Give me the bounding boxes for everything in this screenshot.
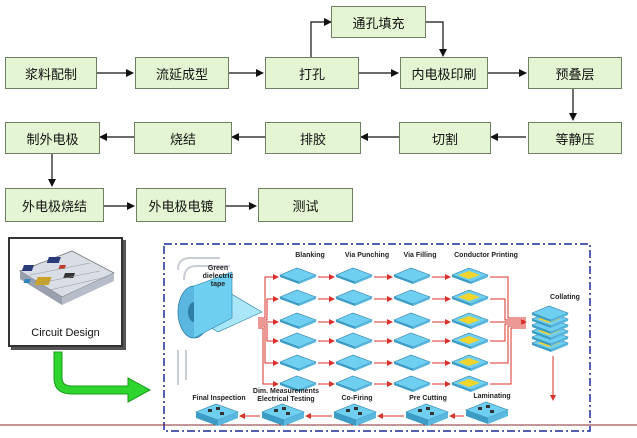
circuit-design-card: Circuit Design: [8, 237, 123, 347]
via-filling-sheets: [393, 267, 431, 393]
via-punching-sheets: [335, 267, 373, 393]
green-tape-roll: [177, 271, 263, 339]
blanking-label: Blanking: [295, 252, 325, 259]
conductor-printing-label: Conductor Printing: [454, 252, 518, 259]
testing-chip: [261, 403, 305, 427]
pre-cutting-label: Pre Cutting: [409, 395, 447, 402]
via-filling-label: Via Filling: [403, 252, 437, 259]
co-firing-label: Co-Firing: [341, 395, 373, 402]
circuit-board-icon: [19, 250, 115, 305]
pre-cutting-chip: [405, 403, 449, 427]
co-firing-chip: [333, 403, 377, 427]
step-isostatic-pressing: 等静压: [528, 122, 622, 154]
via-punching-label: Via Punching: [344, 252, 390, 259]
collating-connectors: [490, 276, 527, 385]
column-connectors: [318, 274, 451, 387]
step-punching: 打孔: [265, 57, 359, 89]
step-slurry-preparation: 浆料配制: [5, 57, 97, 89]
step-tape-casting: 流延成型: [135, 57, 229, 89]
circuit-design-caption: Circuit Design: [31, 327, 100, 339]
step-external-electrode-plating: 外电极电镀: [136, 188, 226, 222]
process-frame: [163, 243, 591, 432]
step-cutting: 切割: [399, 122, 491, 154]
green-tape-label: Green dielectric tape: [202, 265, 234, 288]
step-sintering: 烧结: [134, 122, 232, 154]
red-flow-lines: [258, 274, 279, 387]
step-testing: 测试: [258, 188, 353, 222]
arrow-4-5: [426, 21, 447, 57]
green-flow-arrow: [53, 351, 152, 403]
laminating-label: Laminating: [473, 393, 511, 400]
step-debinding: 排胶: [265, 122, 361, 154]
electrical-testing-label: Electrical Testing: [257, 396, 315, 403]
step-external-electrode: 制外电极: [5, 122, 100, 154]
background-traces: [177, 257, 230, 385]
collating-label: Collating: [550, 294, 580, 301]
blanking-sheets: [279, 267, 317, 393]
dim-measurements-label: Dim. Measurements: [252, 388, 320, 395]
step-via-filling: 通孔填充: [331, 6, 426, 38]
step-inner-electrode-printing: 内电极印刷: [400, 57, 488, 89]
final-inspection-label: Final Inspection: [192, 395, 246, 402]
conductor-printing-sheets: [451, 267, 489, 393]
arrow-3-4: [310, 18, 332, 58]
step-pre-stacking: 预叠层: [528, 57, 622, 89]
step-external-electrode-firing: 外电极烧结: [5, 188, 104, 222]
collating-stack: [531, 305, 569, 353]
laminating-chip: [465, 401, 509, 425]
final-inspection-chip: [195, 403, 239, 427]
